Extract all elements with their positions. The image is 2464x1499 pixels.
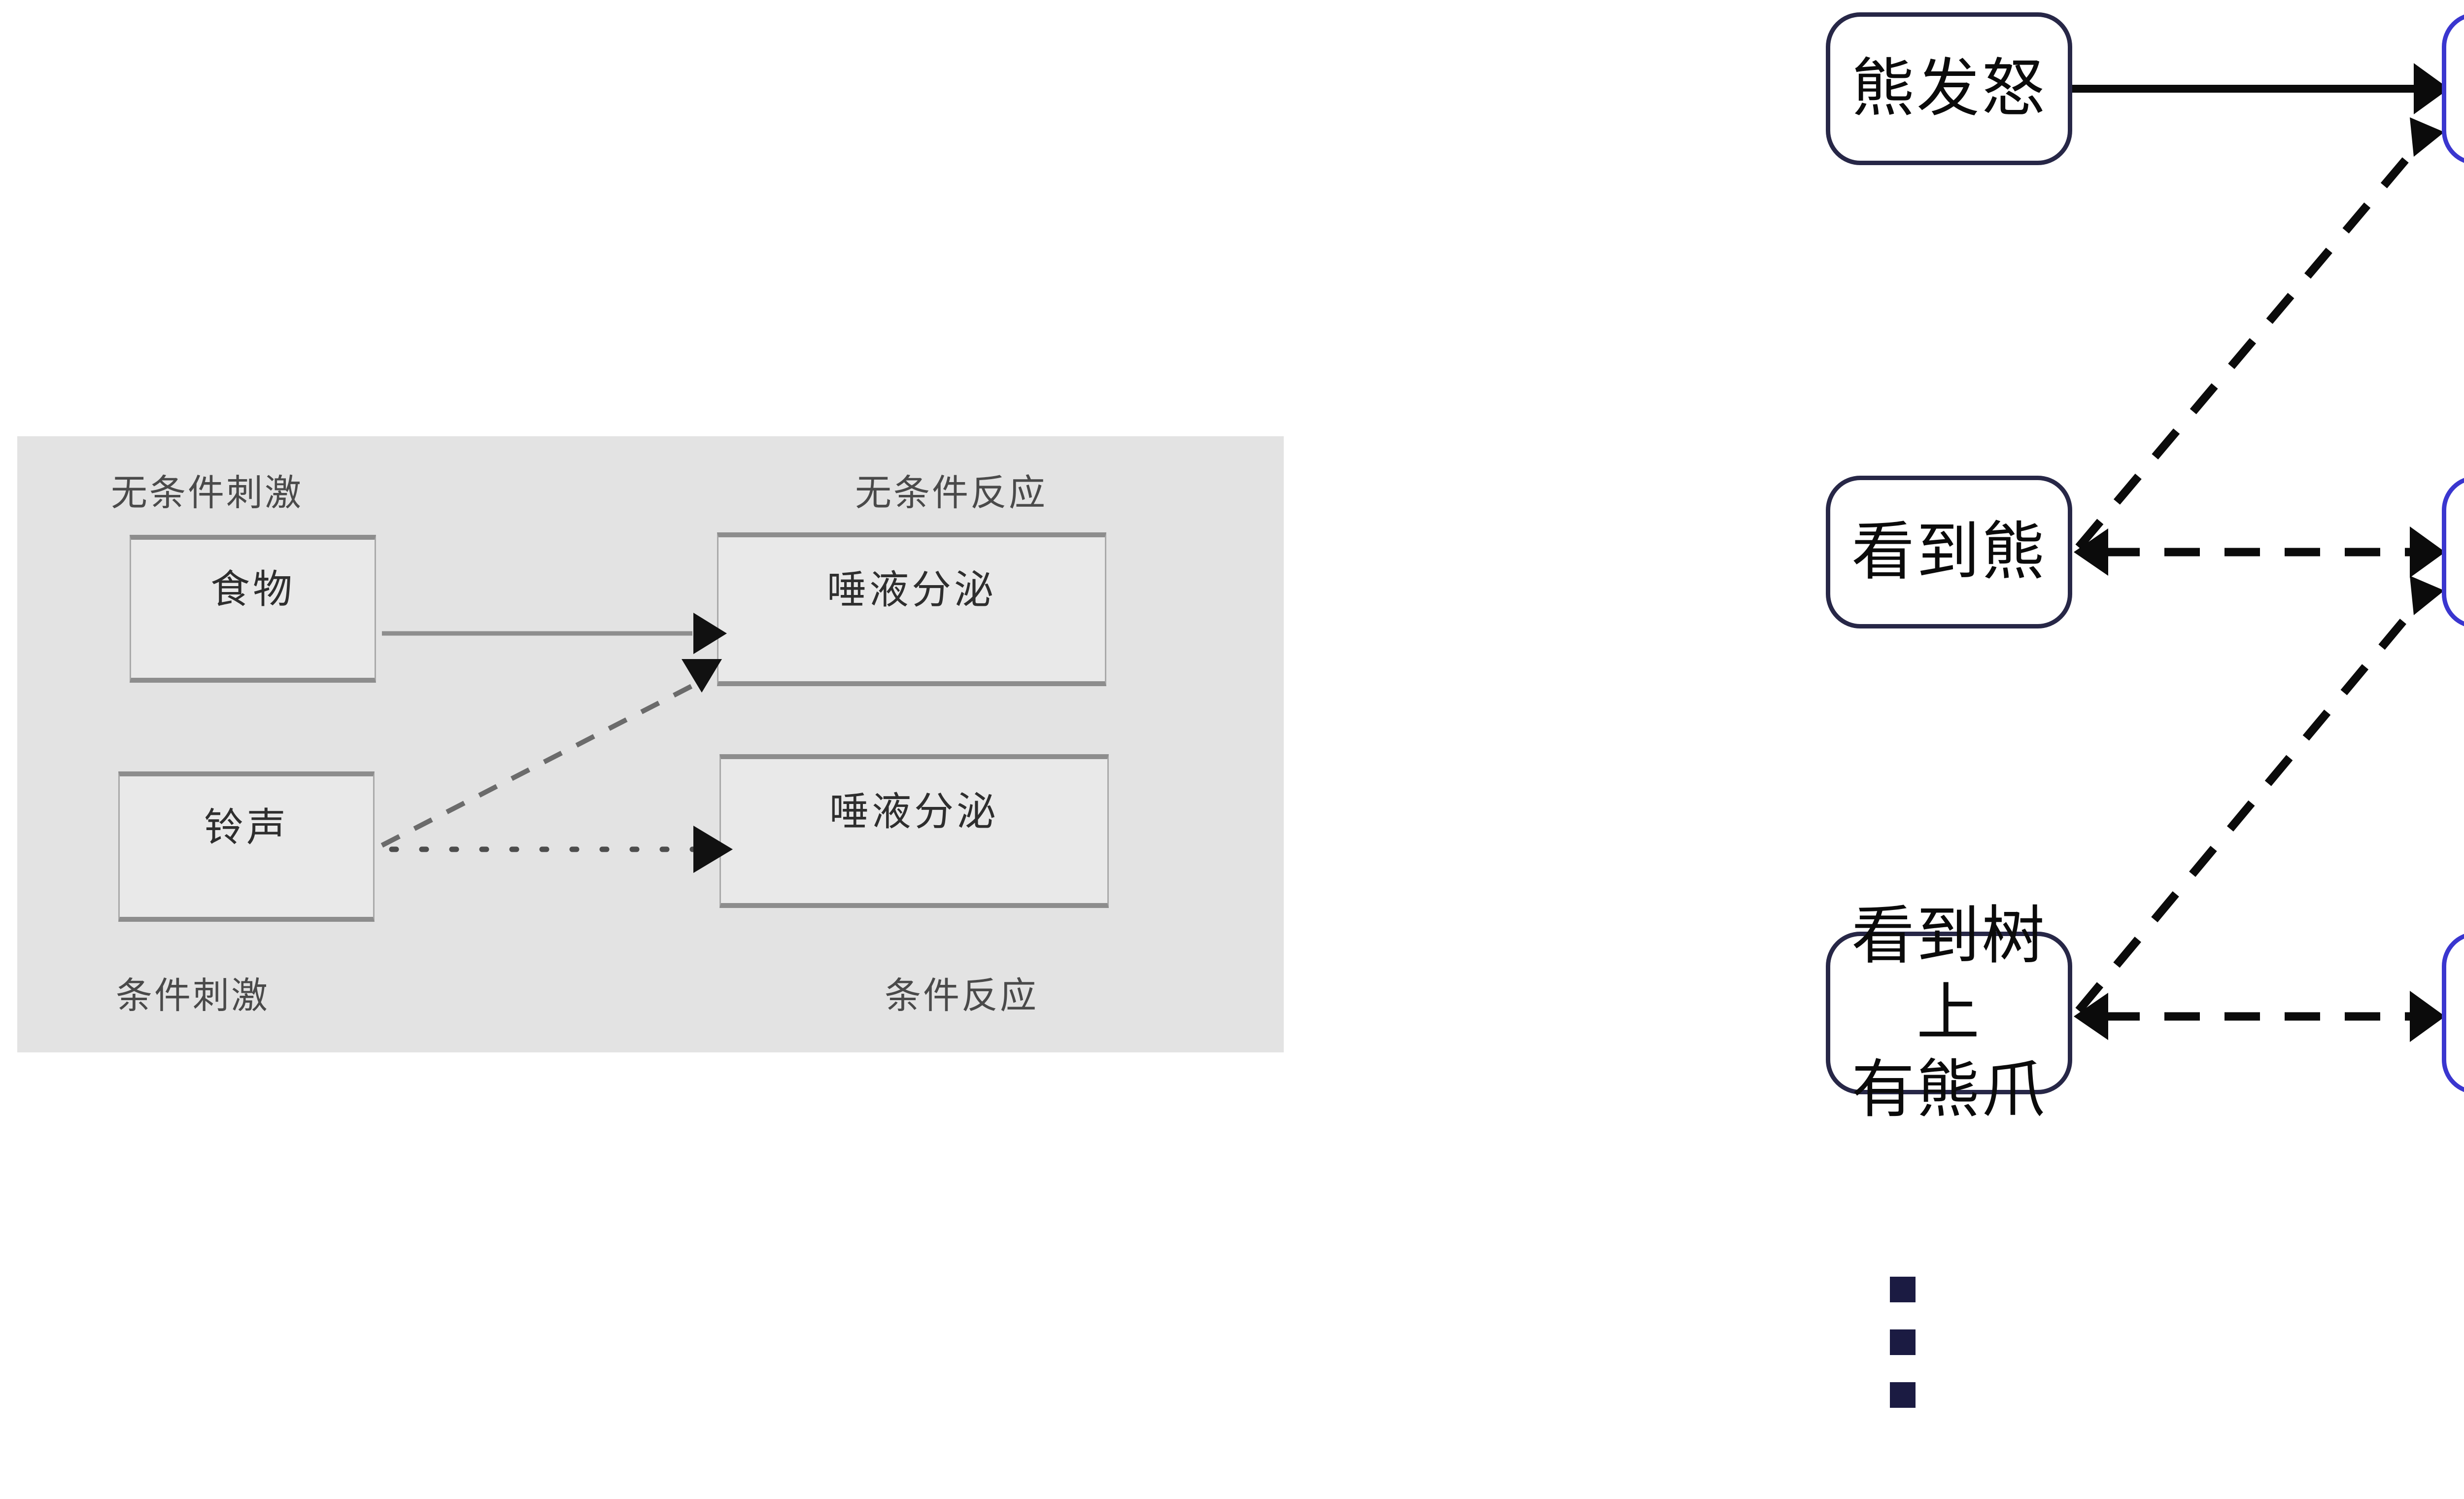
- node-bear-angry[interactable]: 熊发怒: [1826, 12, 2072, 165]
- dot-square: [1890, 1329, 1916, 1355]
- node-claw-marks-label: 看到树上 有熊爪: [1830, 898, 2068, 1128]
- arrow-claw-marks-to-v-s: [2074, 991, 2445, 1042]
- td-arrows-layer: [2072, 63, 2449, 1042]
- box-food: 食物: [130, 535, 376, 683]
- arrow-bear-angry-to-reward: [2072, 63, 2449, 114]
- node-see-bear[interactable]: 看到熊: [1826, 476, 2072, 628]
- box-salivation-bottom-label: 唾液分泌: [829, 789, 999, 835]
- node-claw-marks-line1: 看到树上: [1851, 899, 2047, 1049]
- node-claw-marks-line2: 有熊爪: [1851, 1053, 2047, 1127]
- arrow-food-to-salivation: [382, 613, 727, 654]
- arrow-bell-to-salivation-bottom: [389, 826, 733, 873]
- node-value-s-prime[interactable]: V(s′): [2442, 476, 2464, 628]
- box-salivation-top-label: 唾液分泌: [827, 567, 996, 613]
- classical-conditioning-panel: 无条件刺激 无条件反应 条件刺激 条件反应 食物 唾液分泌 铃声 唾液分泌: [17, 436, 1284, 1052]
- continuation-dots-left: [1890, 1277, 1916, 1408]
- arrow-see-bear-to-reward: [2075, 117, 2444, 550]
- td-value-panel: 熊发怒 看到熊 看到树上 有熊爪 奖励 V(s′) V(s): [1429, 0, 2464, 1499]
- dot-square: [1890, 1277, 1916, 1302]
- classical-conditioning-arrows: [380, 613, 733, 873]
- node-claw-marks[interactable]: 看到树上 有熊爪: [1826, 899, 2072, 1126]
- arrow-claw-marks-to-v-sprime: [2075, 576, 2444, 1013]
- box-salivation-top: 唾液分泌: [717, 532, 1106, 686]
- arrow-see-bear-to-v-sprime: [2074, 526, 2445, 578]
- node-reward[interactable]: 奖励: [2442, 12, 2464, 165]
- box-bell: 铃声: [118, 771, 375, 922]
- label-unconditioned-stimulus: 无条件刺激: [111, 472, 303, 514]
- box-salivation-bottom: 唾液分泌: [719, 754, 1109, 908]
- node-see-bear-label: 看到熊: [1851, 515, 2047, 589]
- node-bear-angry-label: 熊发怒: [1851, 51, 2047, 125]
- arrow-bell-to-salivation-top: [380, 659, 722, 848]
- node-value-s[interactable]: V(s): [2442, 932, 2464, 1094]
- dot-square: [1890, 1382, 1916, 1408]
- label-conditioned-response: 条件反应: [885, 975, 1038, 1017]
- label-conditioned-stimulus: 条件刺激: [116, 975, 270, 1017]
- label-unconditioned-response: 无条件反应: [855, 472, 1047, 514]
- box-bell-label: 铃声: [204, 804, 289, 850]
- box-food-label: 食物: [210, 566, 295, 612]
